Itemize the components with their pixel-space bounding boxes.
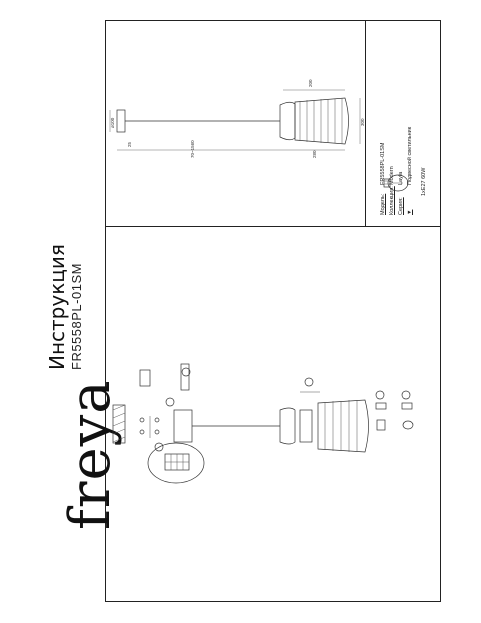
installation-drawing <box>112 363 414 484</box>
canopy-side <box>173 409 193 443</box>
canopy-shape <box>116 109 126 133</box>
step-marker-1 <box>165 397 175 407</box>
panel-divider-horizontal <box>105 226 441 227</box>
step-marker-6 <box>401 390 411 400</box>
ceiling-block <box>112 404 126 444</box>
dimension-drawing: ø100 25 70~1560 280 300 200 <box>109 79 365 158</box>
step-marker-3 <box>154 442 164 452</box>
install-shade-body <box>317 399 369 453</box>
clip-part-b <box>401 402 413 410</box>
shade-body <box>294 97 349 145</box>
dim-canopy-diameter: ø100 <box>110 117 115 128</box>
panel-divider-vertical <box>365 20 366 227</box>
light-bulb-icon <box>383 174 409 192</box>
clip-part-a <box>375 402 387 410</box>
lamp-holder <box>299 409 313 443</box>
terminal-block-zoom <box>147 442 205 484</box>
dim-shade-width: 280 <box>312 150 317 158</box>
screw-detail <box>180 363 190 391</box>
dim-canopy-height: 25 <box>127 141 132 147</box>
instruction-frame <box>105 20 441 602</box>
install-shade-neck <box>279 407 296 445</box>
dim-total-width: 200 <box>308 79 313 87</box>
dim-shade-height: 300 <box>360 118 365 126</box>
step-marker-5 <box>375 390 385 400</box>
cap-part <box>376 419 386 431</box>
dim-cord-length: 70~1560 <box>190 140 195 158</box>
mounting-bracket <box>139 369 151 387</box>
step-marker-4 <box>304 377 314 387</box>
step-marker-2 <box>181 367 191 377</box>
bulb-part <box>402 420 414 430</box>
shade-neck <box>279 101 296 141</box>
